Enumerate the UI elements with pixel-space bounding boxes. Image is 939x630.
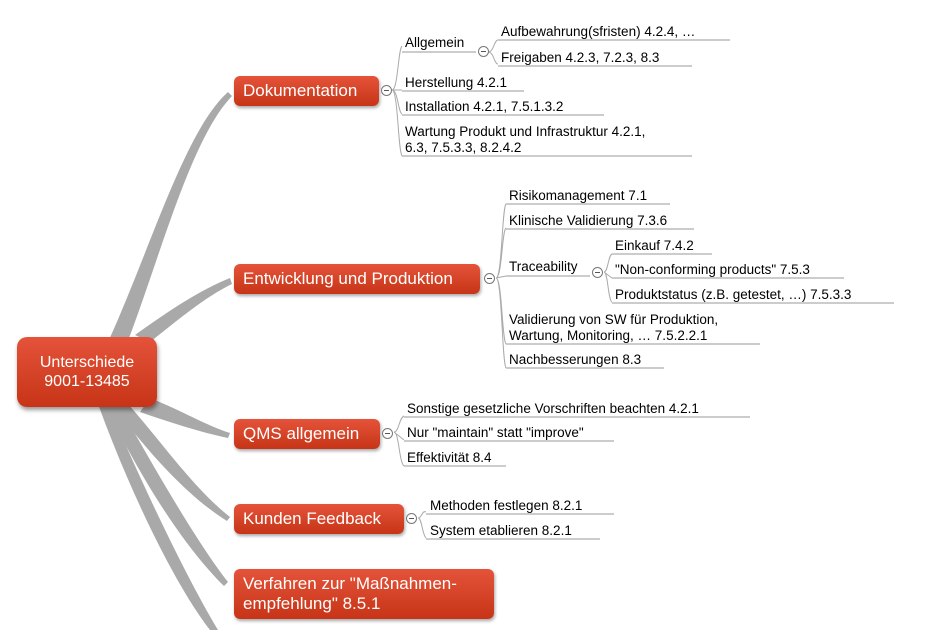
- topic-system[interactable]: System etablieren 8.2.1: [430, 523, 572, 538]
- collapse-qms-icon[interactable]: [382, 428, 393, 439]
- collapse-kunden-icon[interactable]: [406, 513, 417, 524]
- branch-kunden-feedback[interactable]: Kunden Feedback: [234, 504, 404, 534]
- topic-validierung-line-2: Wartung, Monitoring, … 7.5.2.2.1: [509, 328, 708, 343]
- connector-trace-children: [603, 253, 613, 303]
- branch-verfahren-line-1: Verfahren zur "Maßnahmen-: [243, 574, 457, 593]
- connector-allgemein-children: [487, 39, 499, 65]
- thin-connectors: [391, 39, 613, 539]
- root-line-2: 9001-13485: [44, 373, 130, 390]
- branch-entwicklung[interactable]: Entwicklung und Produktion: [234, 264, 480, 294]
- topic-nonconforming[interactable]: "Non-conforming products" 7.5.3: [615, 262, 810, 277]
- connector-root-verfahren: [106, 404, 228, 586]
- connector-root-entwicklung: [135, 278, 232, 342]
- connector-root-kunden: [115, 404, 230, 521]
- topic-wartung-line-1: Wartung Produkt und Infrastruktur 4.2.1,: [405, 124, 646, 139]
- branch-dokumentation[interactable]: Dokumentation: [234, 76, 379, 106]
- connector-root-offscreen: [98, 404, 218, 630]
- branch-verfahren[interactable]: Verfahren zur "Maßnahmen- empfehlung" 8.…: [234, 569, 494, 619]
- topic-aufbewahrung[interactable]: Aufbewahrung(sfristen) 4.2.4, …: [501, 24, 696, 39]
- topic-allgemein[interactable]: Allgemein: [405, 35, 465, 50]
- root-line-1: Unterschiede: [39, 354, 135, 371]
- topic-wartung-line-2: 6.3, 7.5.3.3, 8.2.4.2: [405, 140, 522, 155]
- topic-traceability[interactable]: Traceability: [509, 259, 578, 274]
- topic-validierung-line-1: Validierung von SW für Produktion,: [509, 312, 719, 327]
- topic-risikomanagement[interactable]: Risikomanagement 7.1: [509, 188, 648, 203]
- topic-herstellung[interactable]: Herstellung 4.2.1: [405, 75, 508, 90]
- topic-klinische-validierung[interactable]: Klinische Validierung 7.3.6: [509, 213, 668, 228]
- topic-wartung[interactable]: Wartung Produkt und Infrastruktur 4.2.1,…: [405, 124, 645, 156]
- root-connectors: [98, 92, 232, 630]
- collapse-dokumentation-icon[interactable]: [381, 85, 392, 96]
- connector-qms-children: [393, 415, 405, 467]
- collapse-allgemein-icon[interactable]: [478, 46, 489, 57]
- topic-underlines: [402, 39, 894, 540]
- topic-maintain[interactable]: Nur "maintain" statt "improve": [407, 425, 584, 440]
- topic-installation[interactable]: Installation 4.2.1, 7.5.1.3.2: [405, 99, 564, 114]
- branch-verfahren-line-2: empfehlung" 8.5.1: [243, 594, 381, 613]
- connector-root-dokumentation: [108, 92, 232, 346]
- topic-effektivitaet[interactable]: Effektivität 8.4: [407, 450, 492, 465]
- collapse-entwicklung-icon[interactable]: [484, 273, 495, 284]
- connector-doku-children: [391, 45, 403, 157]
- connector-root-qms: [140, 398, 230, 438]
- connector-entw-children: [495, 203, 507, 369]
- collapse-traceability-icon[interactable]: [592, 267, 603, 278]
- topic-methoden[interactable]: Methoden festlegen 8.2.1: [430, 498, 583, 513]
- branch-qms-allgemein[interactable]: QMS allgemein: [234, 419, 380, 449]
- root-topic[interactable]: Unterschiede 9001-13485: [17, 337, 157, 407]
- topic-validierung-sw[interactable]: Validierung von SW für Produktion, Wartu…: [509, 312, 718, 344]
- topic-sonstige-vorschriften[interactable]: Sonstige gesetzliche Vorschriften beacht…: [407, 401, 699, 416]
- topic-einkauf[interactable]: Einkauf 7.4.2: [615, 238, 694, 253]
- topic-nachbesserungen[interactable]: Nachbesserungen 8.3: [509, 352, 642, 367]
- topic-produktstatus[interactable]: Produktstatus (z.B. getestet, …) 7.5.3.3: [615, 287, 852, 302]
- topic-freigaben[interactable]: Freigaben 4.2.3, 7.2.3, 8.3: [501, 50, 660, 65]
- connector-kunden-children: [417, 511, 427, 539]
